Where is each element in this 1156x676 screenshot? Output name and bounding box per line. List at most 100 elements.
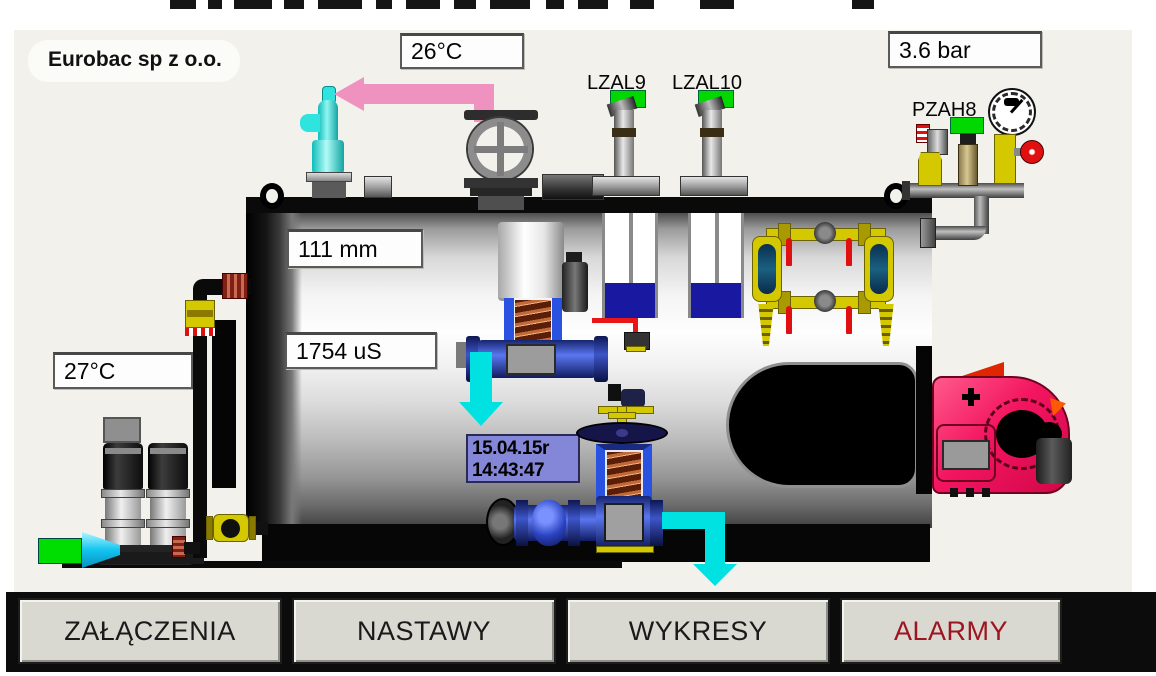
- actuator-cylinder: [498, 222, 564, 301]
- probe-shaft: [614, 110, 634, 178]
- manifold-flange: [920, 218, 936, 248]
- solenoid-valve-icon: [598, 380, 656, 414]
- steam-pressure-readout: 3.6 bar: [888, 31, 1042, 68]
- gauge-glass-window: [758, 244, 776, 294]
- nav-button-nastawy[interactable]: NASTAWY: [292, 598, 556, 664]
- valve-cap: [960, 134, 976, 144]
- feed-pipe-vertical: [193, 294, 207, 558]
- valve-bonnet: [596, 444, 652, 504]
- pump-ring: [101, 489, 145, 498]
- water-level-readout: 111 mm: [287, 229, 423, 268]
- lzal10-probe-icon: [678, 95, 750, 198]
- gauge-glass-window: [870, 244, 888, 294]
- valve-body: [958, 144, 978, 186]
- valve-block-window: [604, 503, 644, 542]
- steam-pressure-value: 3.6 bar: [899, 36, 971, 63]
- discharge-arrow-head: [693, 564, 737, 586]
- lzal10-label: LZAL10: [672, 72, 743, 94]
- nav-button-label: ZAŁĄCZENIA: [64, 615, 236, 646]
- valve-body: [994, 134, 1016, 184]
- steam-valve-neck: [478, 196, 524, 210]
- nav-button-wykresy[interactable]: WYKRESY: [566, 598, 830, 664]
- time-value: 14:43:47: [472, 460, 545, 481]
- probe-band: [612, 128, 636, 137]
- nav-button-label: ALARMY: [893, 615, 1009, 646]
- pressure-manifold-pipe: [908, 183, 1024, 198]
- valve-stripe: [185, 328, 215, 336]
- valve-flange: [206, 516, 213, 540]
- lzal9-probe-icon: [590, 95, 662, 198]
- drain-arrow-shaft: [470, 352, 492, 404]
- red-handwheel: [1020, 140, 1044, 164]
- gauge-valve-handle: [786, 238, 792, 266]
- company-name: Eurobac sp z o.o.: [48, 48, 222, 71]
- burner-panel: [936, 424, 996, 482]
- gauge-glass-left: [752, 236, 782, 302]
- logo-background: [28, 40, 240, 82]
- gauge-hub-mark: [1004, 98, 1019, 106]
- discharge-arrow-vertical: [705, 512, 725, 566]
- valve-flange: [249, 516, 256, 540]
- gauge-drain-coil-right: [878, 304, 894, 346]
- drain-ball-valve-icon: [206, 512, 268, 544]
- level-sight-column-2: [688, 213, 744, 318]
- datetime-display: 15.04.15r 14:43:47: [466, 434, 580, 483]
- boiler-right-endplate: [916, 346, 932, 494]
- pump-column: [105, 489, 141, 545]
- safety-valve-flange: [306, 172, 352, 182]
- solenoid-body: [562, 262, 588, 312]
- handwheel-hub: [616, 429, 628, 437]
- switch-body: [927, 129, 948, 155]
- pump-status-box: [103, 417, 141, 443]
- nav-button-zalaczenia[interactable]: ZAŁĄCZENIA: [18, 598, 282, 664]
- valve-position-window: [506, 344, 556, 375]
- burner-icon: [932, 360, 1074, 497]
- date-value: 15.04.15r: [472, 438, 549, 459]
- conductivity-value: 1754 uS: [296, 337, 382, 364]
- pump-ring: [146, 489, 190, 498]
- lifting-lug-left: [260, 183, 284, 209]
- valve-base-strip: [596, 546, 654, 553]
- handwheel-top-view: [576, 422, 668, 444]
- burner-feet: [950, 488, 996, 497]
- valve-stem-cross-h: [608, 412, 636, 419]
- gauge-union-top: [814, 222, 836, 244]
- boiler-nozzle-small: [364, 176, 392, 198]
- gauge-glass-right: [864, 236, 894, 302]
- probe-flange: [592, 176, 660, 196]
- feed-pipe-shadow-panel: [212, 320, 236, 488]
- manifold-down-pipe: [974, 196, 989, 234]
- valve-spring: [607, 452, 641, 502]
- burner-cross-mark-h: [962, 394, 980, 400]
- feedwater-temperature-readout: 27°C: [53, 352, 193, 389]
- water-level-value: 111 mm: [298, 235, 378, 262]
- feedwater-temperature-value: 27°C: [64, 357, 116, 384]
- floor-baseline: [62, 561, 622, 568]
- pipe-ball: [532, 500, 566, 546]
- pump-ring: [101, 519, 145, 528]
- steam-valve-top-flange: [464, 110, 538, 120]
- steam-arrow-head: [334, 77, 364, 111]
- motor-band: [150, 448, 186, 454]
- burner-motor: [1036, 438, 1072, 484]
- shutoff-valve-icon: [992, 132, 1044, 186]
- steam-temperature-value: 26°C: [411, 38, 463, 64]
- valve-band: [187, 310, 213, 317]
- pump-column: [150, 489, 186, 545]
- probe-flange: [680, 176, 748, 196]
- gauge-tick-ring: [992, 92, 1032, 132]
- navigation-bar: ZAŁĄCZENIA NASTAWY WYKRESY ALARMY: [6, 592, 1156, 672]
- safety-valve-stem: [318, 100, 338, 142]
- conductivity-readout: 1754 uS: [285, 332, 437, 369]
- nav-button-label: NASTAWY: [356, 615, 491, 646]
- nav-button-alarmy[interactable]: ALARMY: [840, 598, 1062, 664]
- safety-valve-base: [312, 182, 346, 198]
- pump-ring: [146, 519, 190, 528]
- safety-valve-side-nozzle: [300, 114, 320, 132]
- water-level-fill: [691, 283, 741, 318]
- steam-valve-icon: [462, 110, 542, 210]
- probe-shaft: [702, 110, 722, 178]
- boiler-top-band: [246, 197, 932, 213]
- drain-arrow-head: [459, 402, 503, 426]
